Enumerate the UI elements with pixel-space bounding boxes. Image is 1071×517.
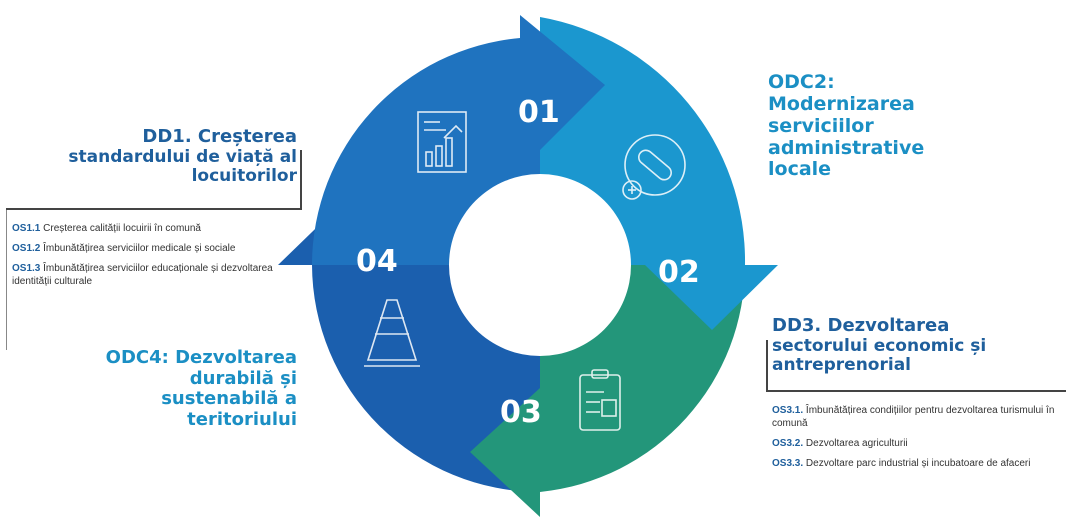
odc2-line: serviciilor: [768, 114, 874, 137]
dd3-line: DD3. Dezvoltarea: [772, 315, 950, 336]
dd1-objectives-list: OS1.1 Creșterea calității locuirii în co…: [12, 222, 282, 295]
segment-03: [470, 265, 768, 517]
clipboard-puzzle-icon: [579, 369, 621, 431]
dd1-list-divider: [6, 210, 7, 350]
odc2-line: Modernizarea: [768, 92, 915, 115]
objective-code: OS1.2: [12, 243, 41, 254]
objective-text: Dezvoltare parc industrial și incubatoar…: [805, 458, 1031, 469]
objective-code: OS1.3: [12, 263, 41, 274]
odc4-line: ODC4: Dezvoltarea: [105, 347, 297, 368]
dd3-objectives-list: OS3.1. Îmbunătățirea condițiilor pentru …: [772, 404, 1062, 477]
objective-code: OS3.1.: [772, 405, 804, 416]
segment-number-02: 02: [658, 255, 700, 290]
odc4-line: durabilă și: [189, 367, 297, 389]
dd1-heading: DD1. Creșterea standardului de viață al …: [68, 126, 297, 187]
dd1-line: standardului de viață al: [68, 146, 297, 167]
list-item: OS3.3. Dezvoltare parc industrial și inc…: [772, 457, 1062, 470]
dd3-line: sectorului economic și: [772, 335, 987, 356]
objective-text: Dezvoltarea agriculturii: [805, 438, 908, 449]
list-item: OS1.1 Creșterea calității locuirii în co…: [12, 222, 282, 235]
traffic-cone-icon: [364, 299, 420, 367]
objective-text: Îmbunătățirea serviciilor educaționale ș…: [12, 263, 273, 287]
objective-text: Îmbunătățirea condițiilor pentru dezvolt…: [772, 405, 1055, 429]
objective-text: Creșterea calității locuirii în comună: [43, 223, 201, 234]
dd1-divider-horizontal: [6, 208, 302, 210]
odc4-heading: ODC4: Dezvoltarea durabilă și sustenabil…: [105, 347, 297, 431]
segment-number-04: 04: [356, 244, 398, 279]
list-item: OS1.2 Îmbunătățirea serviciilor medicale…: [12, 242, 282, 255]
objective-code: OS3.2.: [772, 438, 804, 449]
dd1-line: DD1. Creșterea: [142, 126, 297, 147]
odc2-line: ODC2:: [768, 71, 835, 93]
odc4-line: teritoriului: [187, 409, 297, 431]
dd3-divider-vertical: [766, 340, 768, 392]
odc2-line: locale: [768, 158, 832, 181]
chart-report-icon: [417, 111, 467, 173]
objective-text: Îmbunătățirea serviciilor medicale și so…: [43, 243, 236, 254]
segment-number-01: 01: [518, 95, 560, 130]
odc4-line: sustenabilă a: [161, 388, 297, 410]
dd3-divider-horizontal: [766, 390, 1066, 392]
dd1-divider-vertical: [300, 150, 302, 208]
odc2-line: administrative: [768, 136, 925, 159]
list-item: OS3.1. Îmbunătățirea condițiilor pentru …: [772, 404, 1062, 430]
list-item: OS1.3 Îmbunătățirea serviciilor educațio…: [12, 262, 282, 288]
objective-code: OS1.1: [12, 223, 41, 234]
dd1-line: locuitorilor: [191, 166, 297, 187]
list-item: OS3.2. Dezvoltarea agriculturii: [772, 437, 1062, 450]
segment-01: [312, 15, 605, 265]
medical-pill-icon: [622, 134, 686, 200]
objective-code: OS3.3.: [772, 458, 804, 469]
segment-02: [540, 17, 778, 330]
segment-04: [278, 200, 540, 517]
odc2-heading: ODC2: Modernizarea serviciilor administr…: [768, 71, 925, 181]
dd3-line: antreprenorial: [772, 355, 911, 376]
segment-number-03: 03: [500, 395, 542, 430]
dd3-heading: DD3. Dezvoltarea sectorului economic și …: [772, 315, 987, 376]
